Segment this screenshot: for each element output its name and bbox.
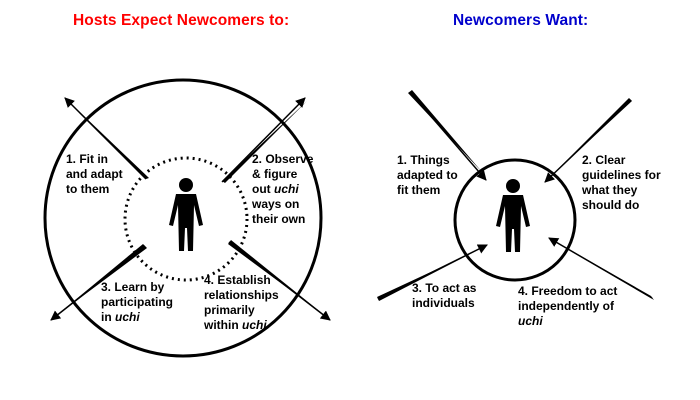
left-arrow-1 [63, 96, 149, 180]
right-inner-circle [453, 158, 577, 282]
right-arrow-3 [377, 244, 488, 301]
right-arrow-4 [548, 237, 654, 300]
right-arrow-2 [544, 98, 632, 183]
right-label-things-adapted: 1. Things adapted to fit them [397, 153, 458, 197]
right-label-act-as-individuals: 3. To act as individuals [412, 281, 477, 310]
left-label-learn: 3. Learn by participating in uchi [101, 280, 174, 324]
person-icon [169, 178, 203, 251]
right-label-freedom: 4. Freedom to act independently of uchi [518, 284, 618, 328]
left-label-observe: 2. Observe & figure out uchi ways on the… [252, 152, 314, 226]
right-arrow-1 [408, 90, 487, 181]
left-dotted-circle [123, 156, 249, 282]
left-outer-circle [43, 78, 323, 358]
left-arrow-3 [50, 244, 147, 321]
left-arrow-4 [228, 240, 331, 321]
right-label-clear-guidelines: 2. Clear guidelines for what they should… [582, 153, 661, 212]
right-panel-title: Newcomers Want: [453, 12, 589, 29]
person-icon [496, 179, 530, 252]
left-label-establish: 4. Establish relationships primarily wit… [204, 273, 279, 332]
left-panel-title: Hosts Expect Newcomers to: [73, 12, 290, 29]
left-label-fit-in: 1. Fit in and adapt to them [66, 152, 123, 196]
left-arrow-2 [221, 97, 307, 183]
